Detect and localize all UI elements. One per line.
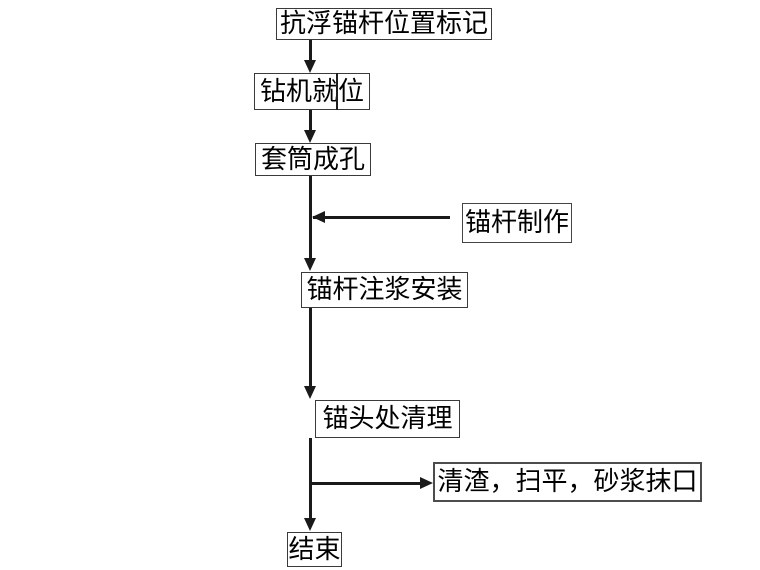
connector-mark-to-drill [309, 40, 312, 62]
arrowhead-down-icon [304, 386, 316, 399]
flow-node-label: 抗浮锚杆位置标记 [279, 9, 488, 39]
flow-node-label: 套筒成孔 [260, 144, 365, 175]
flow-node-label: 锚杆注浆安装 [306, 275, 463, 305]
flow-node-label: 清渣，扫平，砂浆抹口 [437, 467, 698, 497]
flow-node-anchor-position-marking: 抗浮锚杆位置标记 [276, 8, 492, 40]
connector-fabricate-branch [313, 216, 450, 219]
flow-node-anchor-grouting-installation: 锚杆注浆安装 [301, 272, 468, 308]
flow-node-slag-clean-sweep-mortar: 清渣，扫平，砂浆抹口 [433, 462, 702, 502]
flow-node-casing-hole-forming: 套筒成孔 [255, 143, 371, 176]
flow-node-drill-rig-in-place: 钻机就位 [254, 73, 370, 110]
flow-node-anchor-head-cleaning: 锚头处清理 [315, 400, 460, 438]
flow-node-end: 结束 [287, 532, 342, 567]
connector-casing-to-grout [309, 176, 312, 260]
flow-node-anchor-fabrication: 锚杆制作 [462, 203, 572, 243]
connector-headclean-to-end [309, 438, 312, 520]
flow-node-label: 锚头处清理 [322, 404, 453, 434]
connector-grout-to-headclean [309, 308, 312, 388]
flow-node-label: 钻机就位 [259, 76, 364, 107]
flow-node-label: 锚杆制作 [464, 208, 569, 238]
arrowhead-down-icon [304, 518, 316, 531]
arrowhead-left-icon [312, 211, 325, 223]
arrowhead-right-icon [420, 477, 433, 489]
arrowhead-down-icon [304, 258, 316, 271]
flow-node-label: 结束 [288, 534, 341, 565]
connector-finish-branch [311, 482, 421, 485]
inner-divider-line [336, 73, 338, 110]
connector-drill-to-casing [309, 110, 312, 132]
arrowhead-down-icon [304, 130, 316, 143]
arrowhead-down-icon [304, 60, 316, 73]
